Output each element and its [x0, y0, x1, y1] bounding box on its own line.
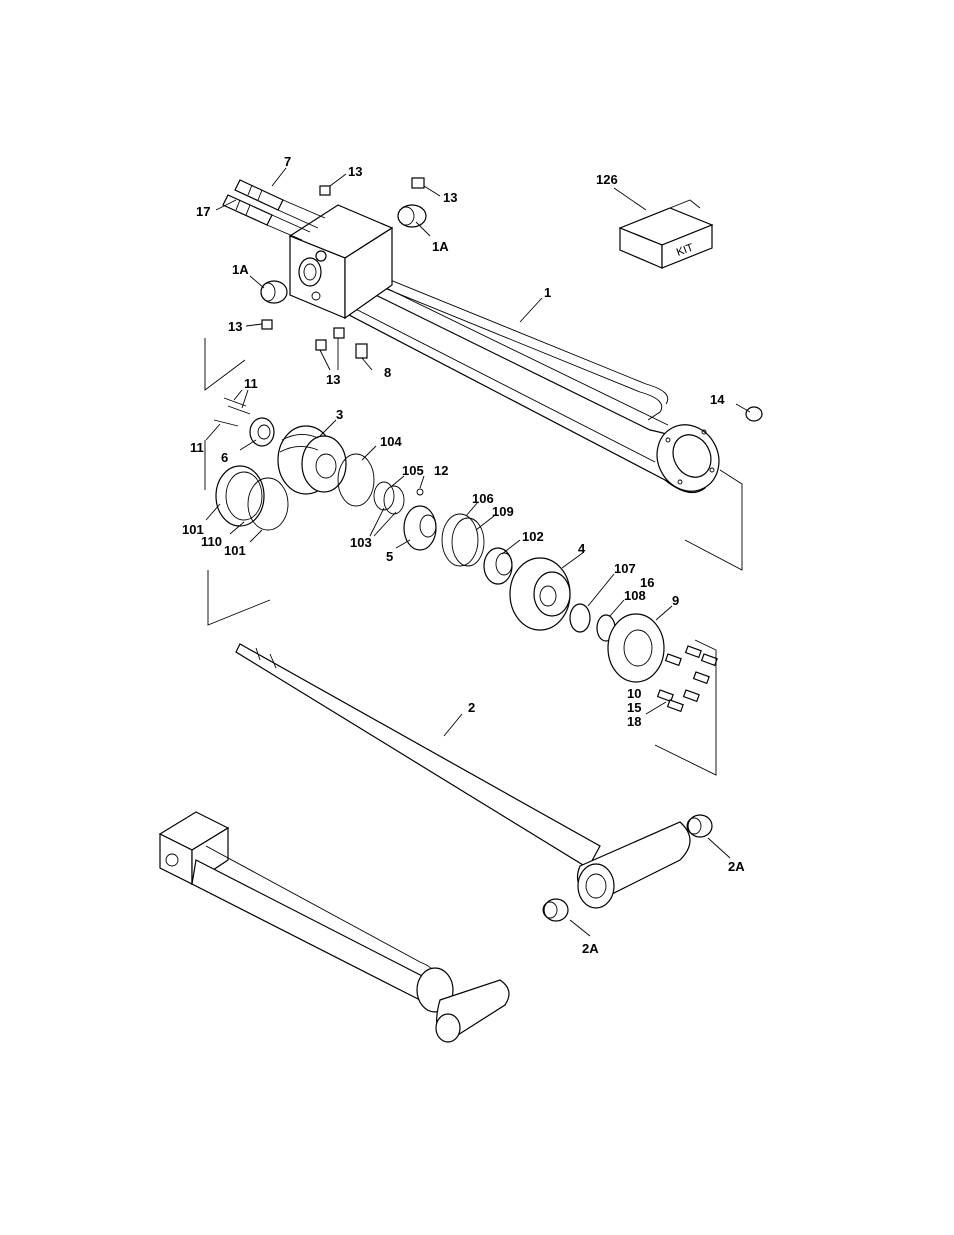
- callout-2a-bottom: 2A: [582, 941, 599, 956]
- callout-4: 4: [578, 541, 586, 556]
- callout-103: 103: [350, 535, 372, 550]
- callout-108: 108: [624, 588, 646, 603]
- callout-18: 18: [627, 714, 641, 729]
- callout-2: 2: [468, 700, 475, 715]
- callout-14: 14: [710, 392, 725, 407]
- callout-6: 6: [221, 450, 228, 465]
- callout-13-bottom: 13: [326, 372, 340, 387]
- callout-12: 12: [434, 463, 448, 478]
- callout-104: 104: [380, 434, 402, 449]
- callout-105: 105: [402, 463, 424, 478]
- assembled-cylinder: [160, 812, 509, 1042]
- callout-107: 107: [614, 561, 636, 576]
- callout-13-top: 13: [348, 164, 362, 179]
- callout-1: 1: [544, 285, 551, 300]
- callout-8: 8: [384, 365, 391, 380]
- callout-11-top: 11: [244, 376, 258, 391]
- callout-109: 109: [492, 504, 514, 519]
- callout-110: 110: [201, 534, 222, 549]
- callout-1a-left: 1A: [232, 262, 249, 277]
- callout-1a-right: 1A: [432, 239, 449, 254]
- callout-13-right: 13: [443, 190, 457, 205]
- callout-3: 3: [336, 407, 343, 422]
- callout-106: 106: [472, 491, 494, 506]
- callout-10: 10: [627, 686, 641, 701]
- callout-15: 15: [627, 700, 641, 715]
- callout-13-left: 13: [228, 319, 242, 334]
- callout-5: 5: [386, 549, 393, 564]
- callout-101-bottom: 101: [224, 543, 246, 558]
- callout-102: 102: [522, 529, 544, 544]
- leader-lines: [206, 168, 750, 936]
- callout-2a-right: 2A: [728, 859, 745, 874]
- callout-126: 126: [596, 172, 618, 187]
- callout-9: 9: [672, 593, 679, 608]
- callout-11-left: 11: [190, 440, 204, 455]
- kit-box: KIT: [620, 200, 712, 268]
- callout-7: 7: [284, 154, 291, 169]
- callout-17: 17: [196, 204, 210, 219]
